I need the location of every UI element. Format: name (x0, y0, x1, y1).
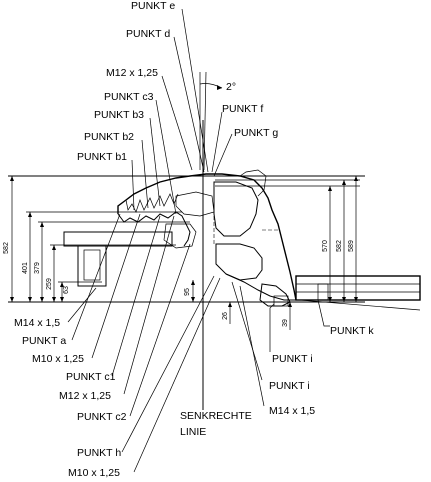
leader-punkt-e (181, 8, 209, 173)
label-senkrechte: SENKRECHTE (180, 410, 252, 422)
label-punkt-d: PUNKT d (126, 28, 170, 40)
dim-259: 259 (46, 278, 53, 290)
label-punkt-a: PUNKT a (22, 335, 66, 347)
label-punkt-k: PUNKT k (330, 325, 374, 337)
casting-upper (213, 181, 259, 237)
outer-contour (117, 173, 297, 301)
label-punkt-b3: PUNKT b3 (94, 109, 144, 121)
label-punkt-b1: PUNKT b1 (77, 151, 127, 163)
leader-punkt-c3 (155, 99, 177, 215)
angle-label: 2° (226, 81, 236, 93)
label-m12-bottom: M12 x 1,25 (59, 390, 111, 402)
dim-379: 379 (34, 262, 41, 274)
label-m12-top: M12 x 1,25 (106, 67, 158, 79)
leader-punkt-a (71, 213, 121, 341)
lower-right-block (273, 295, 289, 307)
center-right-dimensions (191, 176, 358, 330)
label-punkt-g: PUNKT g (234, 127, 278, 139)
left-dimensions (10, 176, 64, 302)
leader-punkt-b1 (131, 159, 135, 211)
edge-detail (125, 193, 179, 213)
leader-m12-bottom (123, 215, 175, 395)
dim-570: 570 (322, 240, 329, 252)
dim-63: 63 (63, 286, 70, 294)
right-tube-clamp (317, 283, 329, 301)
frame-outline (63, 169, 421, 311)
leader-m12-top (161, 75, 193, 171)
dim-26: 26 (222, 312, 229, 320)
dim-582-left: 582 (3, 242, 10, 254)
lower-right-bracket (259, 283, 291, 307)
leader-punkt-c2 (129, 243, 191, 417)
leader-punkt-k (317, 299, 330, 327)
left-bracket (77, 245, 107, 287)
leader-punkt-b3 (149, 117, 161, 207)
leader-punkt-h (121, 275, 215, 453)
bracket-lower (163, 223, 197, 249)
dim-582-right: 582 (336, 240, 343, 252)
dim-95: 95 (184, 288, 191, 296)
casting-middle (215, 243, 263, 281)
label-m14-right: M14 x 1,5 (269, 405, 315, 417)
leader-m14-left (67, 287, 97, 323)
dim-401: 401 (22, 262, 29, 274)
label-linie: LINIE (180, 426, 206, 438)
leader-lines (67, 8, 330, 473)
label-punkt-i-2: PUNKT i (269, 380, 310, 392)
label-punkt-c2: PUNKT c2 (77, 411, 127, 423)
label-m14-left: M14 x 1,5 (14, 317, 60, 329)
label-punkt-i-1: PUNKT i (272, 353, 313, 365)
lower-edge-contour (117, 211, 191, 247)
left-arm (63, 231, 173, 247)
label-punkt-c3: PUNKT c3 (104, 91, 154, 103)
label-punkt-h: PUNKT h (77, 447, 121, 459)
label-punkt-c1: PUNKT c1 (66, 371, 116, 383)
dim-39: 39 (282, 319, 289, 327)
leader-punkt-c1 (111, 215, 161, 377)
casting-lower (225, 273, 296, 301)
left-bracket-inner (83, 249, 101, 281)
leader-punkt-g (213, 133, 233, 177)
leader-punkt-i-1 (269, 303, 275, 352)
leader-m10-left (91, 213, 141, 359)
label-punkt-f: PUNKT f (222, 103, 263, 115)
label-m10-bottom: M10 x 1,25 (68, 467, 120, 479)
casting-top-lug (239, 169, 267, 197)
right-tube-lower-edge (299, 299, 421, 311)
dim-589: 589 (348, 240, 355, 252)
right-tube (295, 275, 421, 301)
leader-punkt-i-2 (231, 281, 263, 381)
leader-punkt-f (211, 111, 223, 173)
leader-m10-bottom (133, 277, 221, 473)
reference-lines (8, 120, 365, 410)
label-punkt-e: PUNKT e (131, 0, 175, 12)
leader-punkt-d (173, 36, 205, 173)
label-m10-left: M10 x 1,25 (32, 353, 84, 365)
label-punkt-b2: PUNKT b2 (84, 131, 134, 143)
leader-punkt-b2 (141, 139, 149, 209)
bracket-upper (175, 191, 215, 217)
leader-m14-right (239, 285, 265, 407)
